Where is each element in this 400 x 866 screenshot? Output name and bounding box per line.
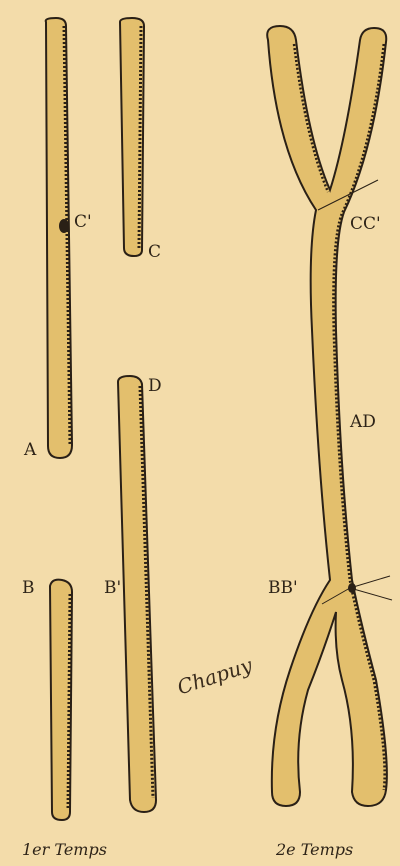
fiber-B: [50, 580, 72, 820]
label-B: B: [22, 580, 35, 597]
fiber-C: [120, 18, 144, 256]
label-AD: AD: [350, 414, 376, 431]
label-C: C: [148, 244, 161, 261]
caption-first-time: 1er Temps: [22, 840, 107, 859]
label-A: A: [24, 442, 36, 459]
fiber-AC: [46, 18, 72, 458]
label-B-prime: B': [104, 580, 121, 597]
label-CC-prime: CC': [350, 216, 381, 233]
fiber-BD: [118, 376, 156, 812]
label-C-prime: C': [74, 214, 92, 231]
caption-second-time: 2e Temps: [276, 840, 353, 859]
junction-mark-C-prime: [59, 219, 69, 233]
label-BB-prime: BB': [268, 580, 298, 597]
label-D: D: [148, 378, 162, 395]
